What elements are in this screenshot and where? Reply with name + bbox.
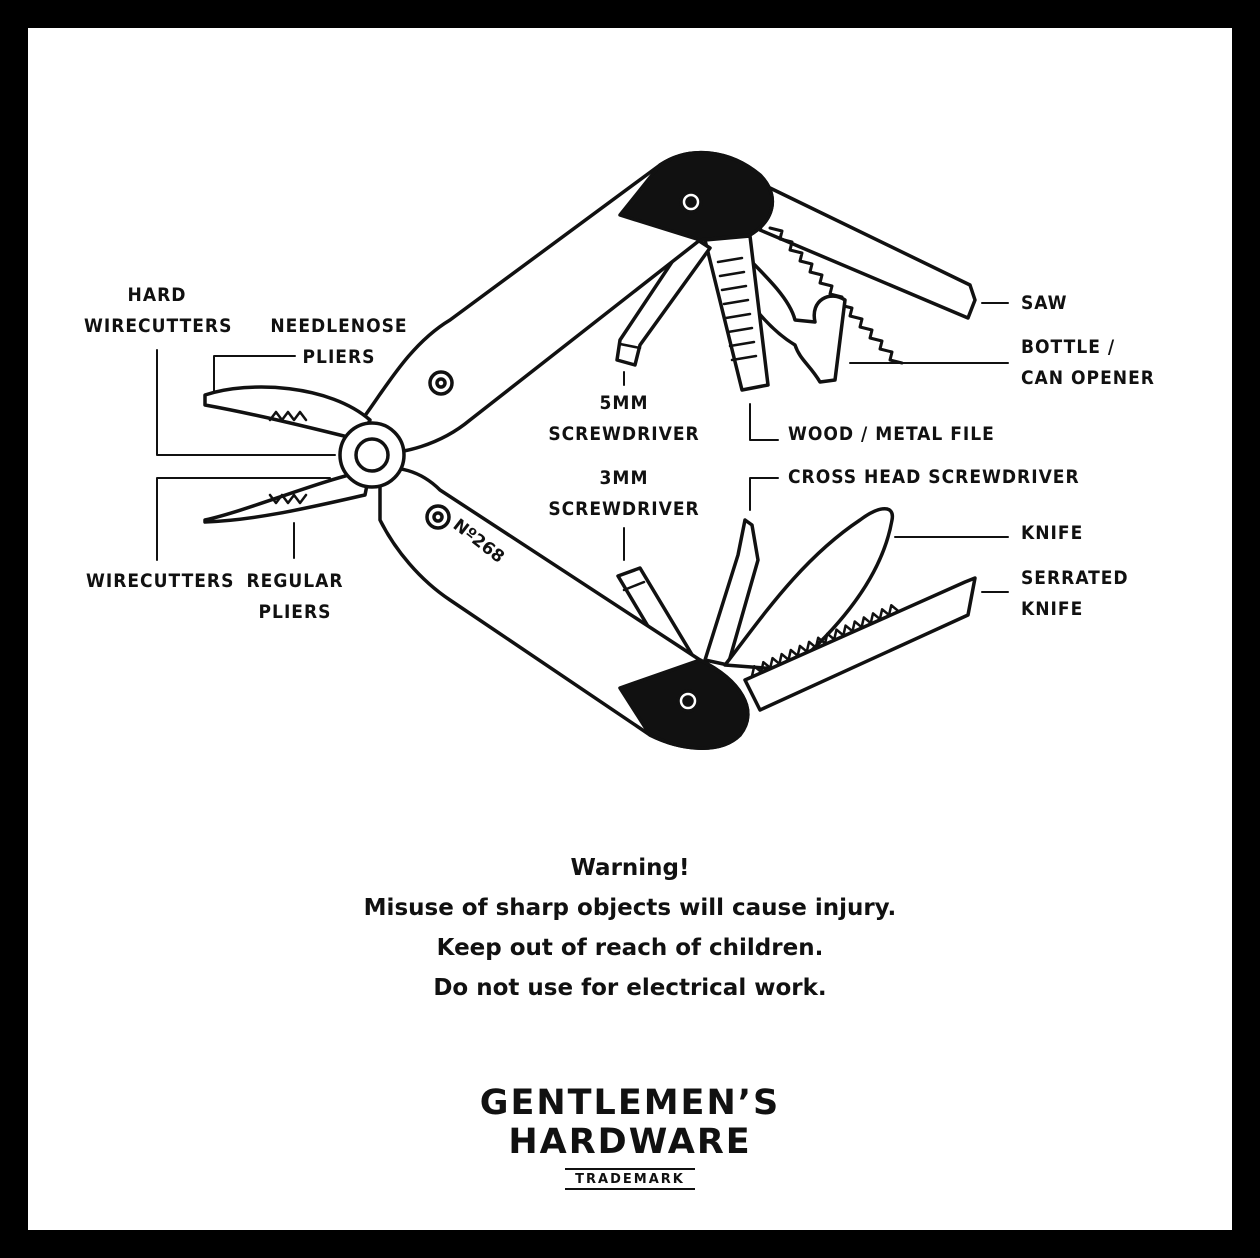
warning-text: Warning! Misuse of sharp objects will ca…: [0, 848, 1260, 1008]
brand-line-2: HARDWARE: [508, 1122, 752, 1162]
label-needlenose-pliers: NEEDLENOSE PLIERS: [270, 315, 408, 368]
knife-blade-icon: [723, 507, 895, 672]
label-knife: KNIFE: [1021, 522, 1084, 544]
warning-line: Misuse of sharp objects will cause injur…: [363, 895, 897, 921]
label-bottle-can-opener: BOTTLE / CAN OPENER: [1021, 336, 1155, 389]
warning-line: Keep out of reach of children.: [436, 935, 824, 961]
label-wood-metal-file: WOOD / METAL FILE: [788, 423, 995, 445]
label-3mm-screwdriver: 3MM SCREWDRIVER: [548, 467, 700, 520]
brand-trademark: TRADEMARK: [565, 1168, 695, 1190]
label-serrated-knife: SERRATED KNIFE: [1021, 567, 1129, 620]
file-icon: [703, 234, 770, 392]
brand-logo: GENTLEMEN’S HARDWARE TRADEMARK: [0, 1084, 1260, 1190]
label-5mm-screwdriver: 5MM SCREWDRIVER: [548, 392, 700, 445]
screwdriver-5mm-icon: [615, 233, 712, 367]
warning-line: Do not use for electrical work.: [433, 975, 827, 1001]
brand-line-1: GENTLEMEN’S: [479, 1083, 781, 1123]
label-wirecutters: WIRECUTTERS: [86, 570, 235, 592]
warning-title: Warning!: [570, 855, 690, 881]
label-cross-head-screwdriver: CROSS HEAD SCREWDRIVER: [788, 466, 1080, 488]
bottle-opener-icon: [728, 248, 847, 384]
serrated-knife-icon: [743, 576, 977, 712]
label-saw: SAW: [1021, 292, 1068, 314]
label-regular-pliers: REGULAR PLIERS: [246, 570, 344, 623]
pivot-inner: [354, 437, 390, 473]
label-hard-wirecutters: HARD WIRECUTTERS: [84, 284, 233, 337]
